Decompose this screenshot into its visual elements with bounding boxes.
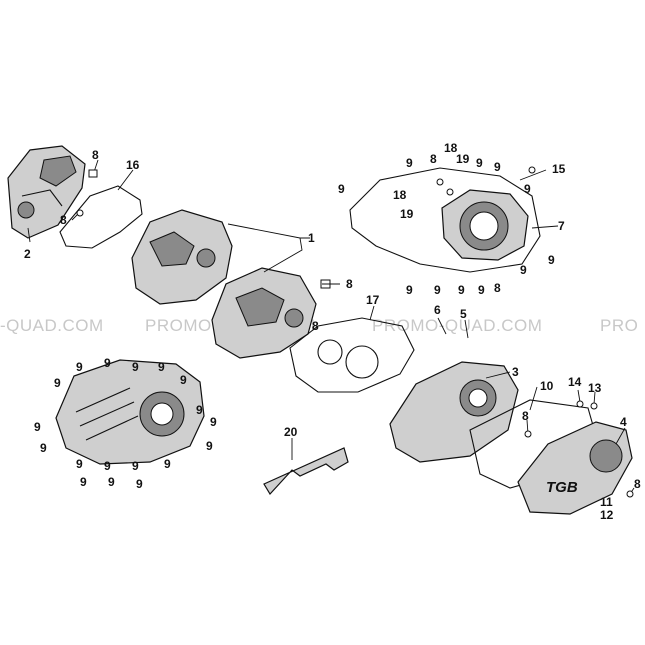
callout-label: 9 — [406, 283, 413, 297]
callout-label: 16 — [126, 158, 140, 172]
callout-label: 9 — [76, 360, 83, 374]
callout-label: 19 — [456, 152, 470, 166]
cover-logo: TGB — [546, 479, 578, 496]
callout-label: 8 — [92, 148, 99, 162]
callout-label: 1 — [308, 231, 315, 245]
part-gasket-17 — [289, 317, 415, 393]
callout-label: 9 — [338, 182, 345, 196]
callout-label: 4 — [620, 415, 627, 429]
callout-label: 12 — [600, 508, 614, 522]
callout-label: 9 — [80, 475, 87, 489]
callout-label: 9 — [180, 373, 187, 387]
callout-labels: 8 16 8 2 1 8 8 17 6 5 3 18 8 9 19 9 9 15… — [24, 141, 641, 522]
callout-label: 9 — [494, 160, 501, 174]
part-crankcase-cover-right — [389, 361, 519, 463]
callout-label: 8 — [312, 319, 319, 333]
bolts — [76, 166, 634, 498]
callout-label: 19 — [400, 207, 414, 221]
callout-label: 9 — [520, 263, 527, 277]
callout-label: 9 — [164, 457, 171, 471]
callout-label: 9 — [548, 253, 555, 267]
callout-label: 7 — [558, 219, 565, 233]
callout-label: 9 — [132, 459, 139, 473]
callout-label: 18 — [444, 141, 458, 155]
callout-label: 9 — [210, 415, 217, 429]
watermark-text-1: -QUAD.COM — [0, 316, 104, 335]
callout-label: 11 — [600, 495, 613, 509]
callout-label: 9 — [104, 356, 111, 370]
watermark-text-4: PRO — [600, 316, 638, 335]
callout-label: 8 — [522, 409, 529, 423]
callout-label: 10 — [540, 379, 554, 393]
callout-label: 9 — [158, 360, 165, 374]
callout-label: 9 — [476, 156, 483, 170]
callout-label: 9 — [76, 457, 83, 471]
callout-label: 9 — [434, 283, 441, 297]
callout-label: 8 — [346, 277, 353, 291]
callout-label: 8 — [430, 152, 437, 166]
callout-label: 9 — [406, 156, 413, 170]
callout-label: 5 — [460, 307, 467, 321]
part-gasket-16 — [59, 185, 143, 249]
callout-label: 9 — [54, 376, 61, 390]
callout-label: 8 — [60, 213, 67, 227]
callout-label: 9 — [458, 283, 465, 297]
callout-label: 9 — [104, 459, 111, 473]
part-crankcase — [131, 209, 331, 359]
callout-label: 9 — [40, 441, 47, 455]
part-strip-20 — [263, 447, 349, 495]
part-belt-cover — [55, 359, 205, 465]
callout-label: 9 — [136, 477, 143, 491]
callout-label: 9 — [108, 475, 115, 489]
watermark-text-3: PROMO-QUAD.COM — [372, 316, 542, 335]
callout-label: 18 — [393, 188, 407, 202]
callout-label: 9 — [524, 182, 531, 196]
callout-label: 14 — [568, 375, 582, 389]
part-clutch-cover — [349, 167, 541, 273]
callout-label: 13 — [588, 381, 602, 395]
callout-label: 17 — [366, 293, 380, 307]
callout-label: 15 — [552, 162, 566, 176]
callout-label: 8 — [494, 281, 501, 295]
callout-label: 6 — [434, 303, 441, 317]
callout-label: 9 — [196, 403, 203, 417]
callout-label: 9 — [34, 420, 41, 434]
callout-label: 3 — [512, 365, 519, 379]
callout-label: 2 — [24, 247, 31, 261]
callout-label: 20 — [284, 425, 298, 439]
part-crankcase-cover-left — [7, 145, 86, 239]
callout-label: 9 — [206, 439, 213, 453]
callout-label: 9 — [478, 283, 485, 297]
part-outer-cover: TGB — [517, 421, 633, 515]
callout-label: 8 — [634, 477, 641, 491]
callout-label: 9 — [132, 360, 139, 374]
